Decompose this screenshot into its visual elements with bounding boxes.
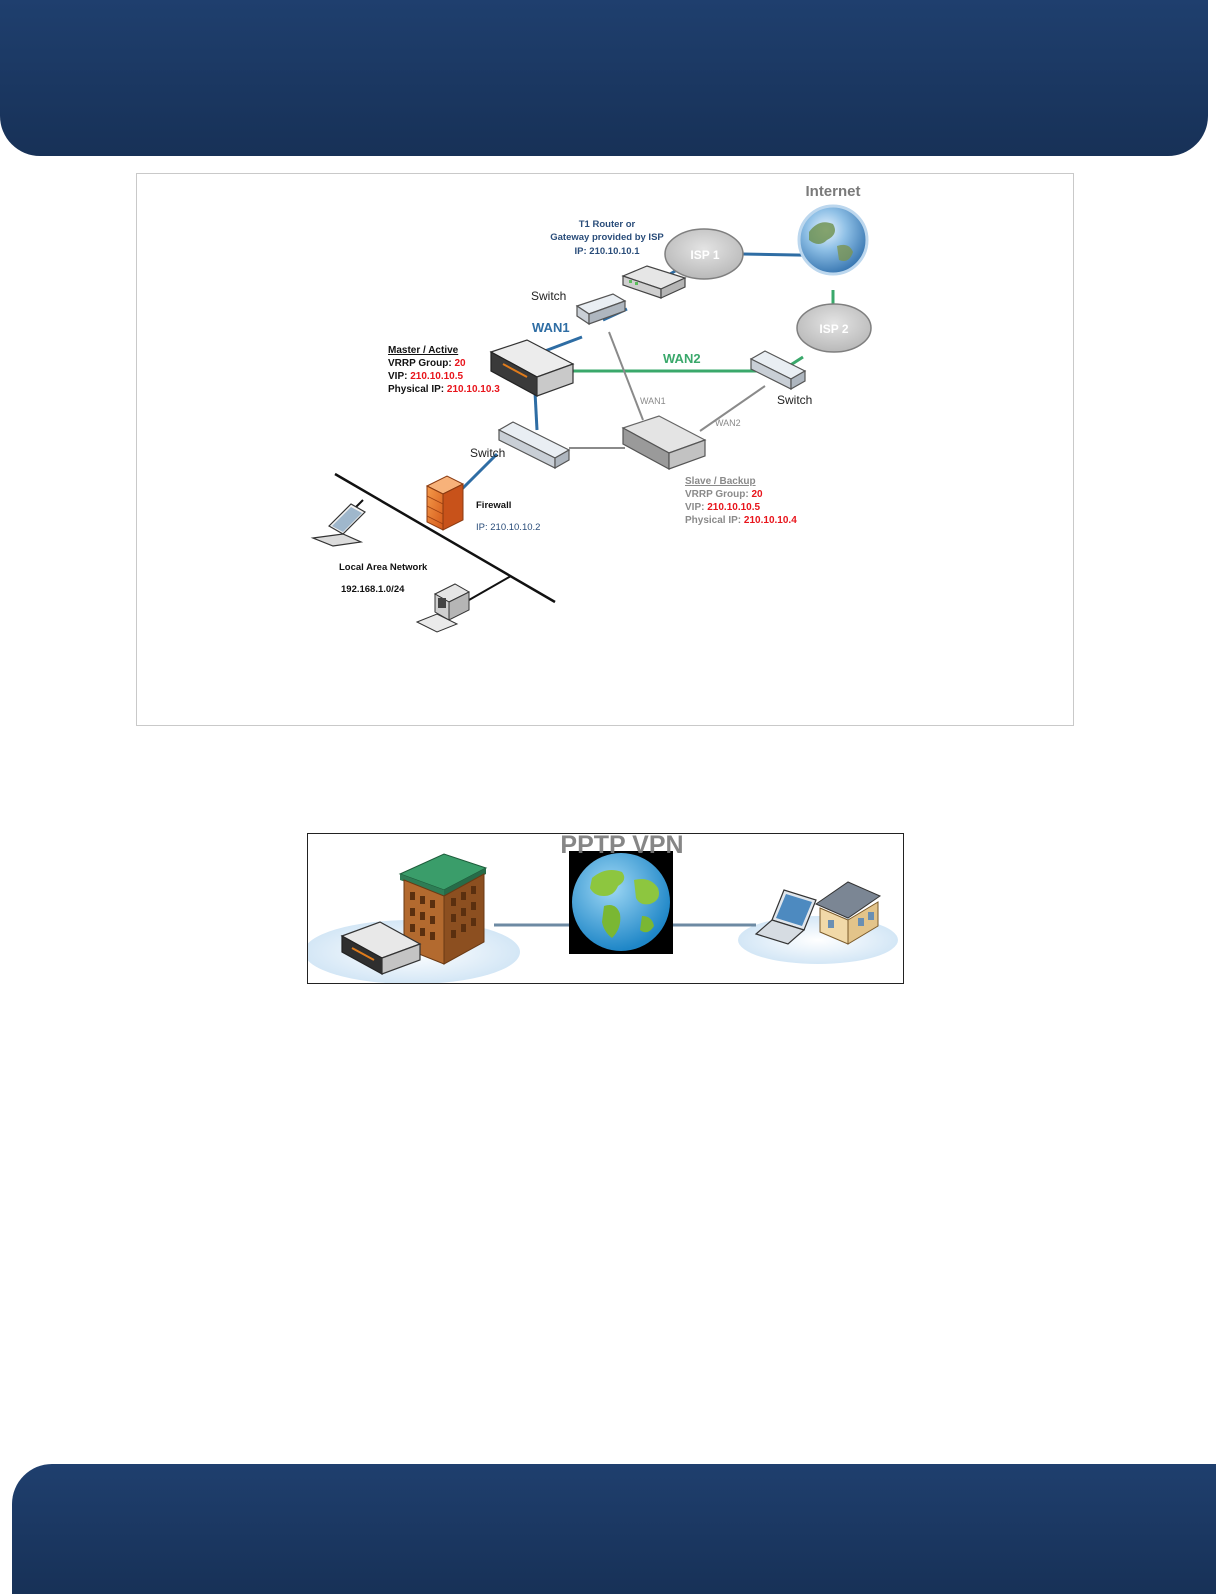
master-phys-label: Physical IP: [388,384,447,395]
slave-vrrp-label: VRRP Group: [685,489,751,500]
house-icon [814,881,882,945]
lan-backbone-line [334,472,556,604]
switch-bottom-icon [497,421,571,470]
firewall-icon [425,475,465,531]
pptp-vpn-diagram: PPTP VPN [307,833,904,984]
wan2-gray-label: WAN2 [715,418,741,428]
slave-phys-label: Physical IP: [685,515,744,526]
globe-icon [572,853,670,951]
t1-router-line2: Gateway provided by ISP [550,232,664,243]
t1-router-ip: IP: 210.10.10.1 [575,246,641,257]
t1-router-line1: T1 Router or [579,219,636,230]
slave-router-icon [621,415,707,471]
isp2-label: ISP 2 [819,322,848,336]
switch-bottom-label: Switch [470,446,505,460]
slave-vip: VIP: 210.10.10.5 [685,502,761,513]
master-title: Master / Active [388,345,459,356]
switch-top-label: Switch [531,289,566,303]
lan-label: Local Area Network [339,562,428,573]
isp1-label: ISP 1 [690,248,719,262]
internet-label: Internet [805,183,860,200]
isp2-cloud-icon [796,303,872,353]
footer-band [12,1464,1216,1594]
slave-vrrp: VRRP Group: 20 [685,489,763,500]
slave-vip-label: VIP: [685,502,707,513]
t1-router-icon [621,265,687,299]
master-vrrp: VRRP Group: 20 [388,358,466,369]
firewall-ip: IP: 210.10.10.2 [476,522,540,533]
isp1-cloud-icon [664,228,744,280]
home-laptop-icon [754,889,817,945]
slave-title: Slave / Backup [685,476,756,487]
slave-physical-ip: Physical IP: 210.10.10.4 [685,515,797,526]
vrrp-network-diagram: Internet ISP 1 ISP 2 T1 Router or Gatewa… [136,173,1074,726]
master-vrrp-value: 20 [454,358,466,369]
master-vip: VIP: 210.10.10.5 [388,371,464,382]
master-router-icon [489,339,575,398]
pptp-vpn-title: PPTP VPN [560,834,683,859]
slave-vrrp-value: 20 [751,489,763,500]
link-lines [460,252,852,491]
desktop-pc-icon [415,583,471,633]
wan1-gray-label: WAN1 [640,396,666,406]
switch-top-icon [575,293,627,326]
wan1-blue-label: WAN1 [532,320,570,335]
slave-vip-value: 210.10.10.5 [707,502,760,513]
wan2-green-label: WAN2 [663,351,701,366]
office-router-icon [340,921,422,976]
master-phys-value: 210.10.10.3 [447,384,500,395]
master-vip-value: 210.10.10.5 [410,371,463,382]
slave-phys-value: 210.10.10.4 [744,515,797,526]
lan-subnet: 192.168.1.0/24 [341,584,405,595]
master-vrrp-label: VRRP Group: [388,358,454,369]
firewall-label: Firewall [476,500,511,511]
internet-globe-icon [797,204,869,276]
switch-right-label: Switch [777,393,812,407]
office-building-icon [398,853,488,965]
switch-right-icon [749,350,807,391]
master-physical-ip: Physical IP: 210.10.10.3 [388,384,500,395]
master-vip-label: VIP: [388,371,410,382]
laptop-icon [310,503,366,547]
header-band [0,0,1208,156]
